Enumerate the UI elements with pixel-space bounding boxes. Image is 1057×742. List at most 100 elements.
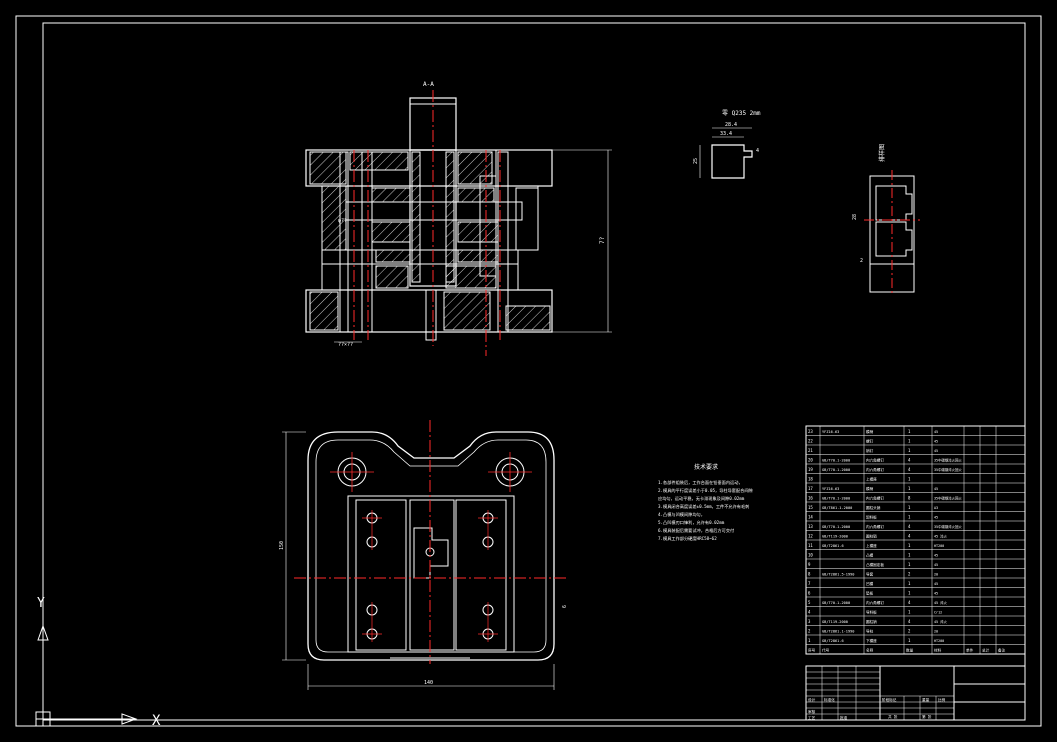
note-line: 2.模具的平行度误差小于0.05，导柱导套配合间隙: [658, 487, 754, 494]
bom-cell-qty: 4: [908, 619, 911, 624]
bom-cell-qty: 1: [908, 486, 911, 491]
bom-cell-index: 10: [808, 553, 813, 558]
note-line: 1.各部件组装后，工作台面在铅垂面内运动，: [658, 479, 743, 486]
tb-cell: 比例: [938, 697, 946, 702]
bom-cell-name: 螺钉: [866, 439, 874, 444]
note-line: 7.模具工作部分硬度HRC58~62: [658, 535, 717, 542]
bom-header-cell: 备注: [998, 648, 1006, 653]
bom-cell-code: YFZ16-63: [822, 487, 839, 491]
bom-cell-name: 凸模固定板: [866, 562, 884, 567]
technical-notes[interactable]: 技术要求 1.各部件组装后，工作台面在铅垂面内运动， 2.模具的平行度误差小于0…: [658, 463, 754, 542]
bom-cell-material: 45: [934, 430, 938, 434]
note-line: 应均匀，运动平稳，无卡滞现象及间隙0.02mm: [658, 495, 745, 502]
tb-cell: 审核: [808, 709, 816, 714]
bom-cell-index: 12: [808, 534, 813, 539]
note-line: 3.模具闭合高度误差±0.5mm，工件不允许有毛刺: [658, 503, 749, 510]
part-title: 零 Q235 2mm: [722, 110, 761, 117]
tb-cell: 重量: [922, 697, 930, 702]
bom-cell-name: 模柄: [866, 486, 874, 491]
section-label: A-A: [423, 81, 434, 88]
plan-dim-height: 150: [279, 541, 285, 550]
plan-dim-width: 140: [424, 680, 433, 686]
bom-cell-index: 18: [808, 477, 813, 482]
part-dim-width: 33.4: [720, 131, 732, 137]
bom-cell-name: 垫板: [866, 591, 874, 596]
bom-cell-code: GB/T2861.6: [822, 639, 844, 643]
bom-cell-name: 上模座: [866, 477, 877, 482]
bom-cell-qty: 4: [908, 467, 911, 472]
bom-cell-index: 3: [808, 619, 811, 624]
tb-cell: 第 张: [922, 714, 932, 719]
front-section-view[interactable]: A-A: [305, 81, 612, 356]
bom-cell-material: 45: [934, 582, 938, 586]
bom-header-cell: 序号: [808, 648, 816, 653]
bom-cell-code: GB/T70.1-2000: [822, 525, 850, 529]
bom-cell-material: 45 淬火: [934, 619, 948, 624]
bom-cell-index: 20: [808, 458, 813, 463]
bom-cell-material: 20: [934, 630, 938, 634]
bom-cell-index: 2: [808, 629, 811, 634]
bom-header-cell: 材料: [934, 648, 942, 653]
bom-cell-name: 内六角螺钉: [866, 496, 884, 501]
bom-cell-qty: 4: [908, 524, 911, 529]
bom-cell-qty: 1: [908, 505, 911, 510]
tb-cell: 标准化: [824, 697, 835, 702]
strip-layout-view[interactable]: 排样图 28 2: [852, 144, 920, 296]
bom-cell-code: GB/T70.1-2000: [822, 468, 850, 472]
bom-cell-material: Cr12: [934, 611, 942, 615]
tb-cell: 设计: [808, 697, 816, 702]
bom-header-cell: 代号: [822, 648, 830, 653]
ucs-icon: Y X: [35, 596, 161, 729]
part-sketch[interactable]: 零 Q235 2mm 28.4 33.4 25 4: [693, 110, 761, 179]
plan-dim-right: 6: [562, 605, 568, 608]
bom-cell-name: 内六角螺钉: [866, 467, 884, 472]
outer-frame: [15, 15, 1042, 727]
bom-cell-name: 圆柱销: [866, 619, 877, 624]
bom-cell-material: 45: [934, 487, 938, 491]
plan-view[interactable]: 150 140 6: [279, 420, 568, 690]
bom-header-cell: 数量: [906, 648, 914, 653]
bom-cell-index: 11: [808, 543, 813, 548]
bom-cell-name: 凸模: [866, 553, 874, 558]
bom-cell-material: 45: [934, 592, 938, 596]
bom-cell-code: GB/T70.1-2000: [822, 459, 850, 463]
bom-cell-qty: 1: [908, 439, 911, 444]
title-block[interactable]: 设计 标准化 审核 工艺 批准 阶段标记 重量 比例 共 张 第 张: [805, 665, 1026, 721]
note-line: 4.凸模与凹模间隙均匀，: [658, 511, 705, 518]
bom-cell-code: GB/T2861.5-1990: [822, 573, 854, 577]
tb-cell: 工艺: [808, 715, 816, 720]
left-note: φ??: [338, 218, 347, 224]
bom-cell-material: HT200: [934, 639, 944, 643]
bom-cell-material: 45: [934, 554, 938, 558]
bom-cell-index: 14: [808, 515, 813, 520]
bom-cell-name: 卸料板: [866, 515, 877, 520]
note-line: 6.模具装配后需要试冲，合格后方可交付: [658, 527, 734, 534]
bom-cell-code: GB/T119-2000: [822, 620, 848, 624]
bom-cell-material: 45 淬火: [934, 534, 948, 539]
bom-cell-index: 23: [808, 429, 813, 434]
ucs-x-label: X: [152, 713, 161, 729]
bom-cell-code: GB/T2861.1-1990: [822, 630, 854, 634]
bom-cell-index: 16: [808, 496, 813, 501]
bom-cell-qty: 1: [908, 429, 911, 434]
bom-cell-material: 20: [934, 573, 938, 577]
strip-label: 排样图: [878, 144, 886, 162]
inner-frame: [42, 22, 1026, 721]
bom-cell-material: 35中碳钢淬火回火: [934, 524, 962, 529]
bom-cell-code: GB/T861.1-2000: [822, 506, 852, 510]
tb-cell: 阶段标记: [882, 697, 897, 702]
bom-cell-material: 45 淬火: [934, 600, 948, 605]
bom-cell-material: 45: [934, 449, 938, 453]
bom-cell-name: 内六角螺钉: [866, 600, 884, 605]
bom-cell-qty: 4: [908, 458, 911, 463]
bom-cell-name: 内六角螺钉: [866, 458, 884, 463]
bom-cell-qty: 1: [908, 448, 911, 453]
bom-cell-qty: 4: [908, 600, 911, 605]
bom-cell-name: 导柱: [866, 629, 874, 634]
bom-cell-qty: 1: [908, 562, 911, 567]
note-line: 5.凸凹模刃口锋利，允许有0.02mm: [658, 519, 725, 526]
bom-cell-qty: 8: [908, 496, 911, 501]
bom-cell-name: 导料板: [866, 610, 877, 615]
